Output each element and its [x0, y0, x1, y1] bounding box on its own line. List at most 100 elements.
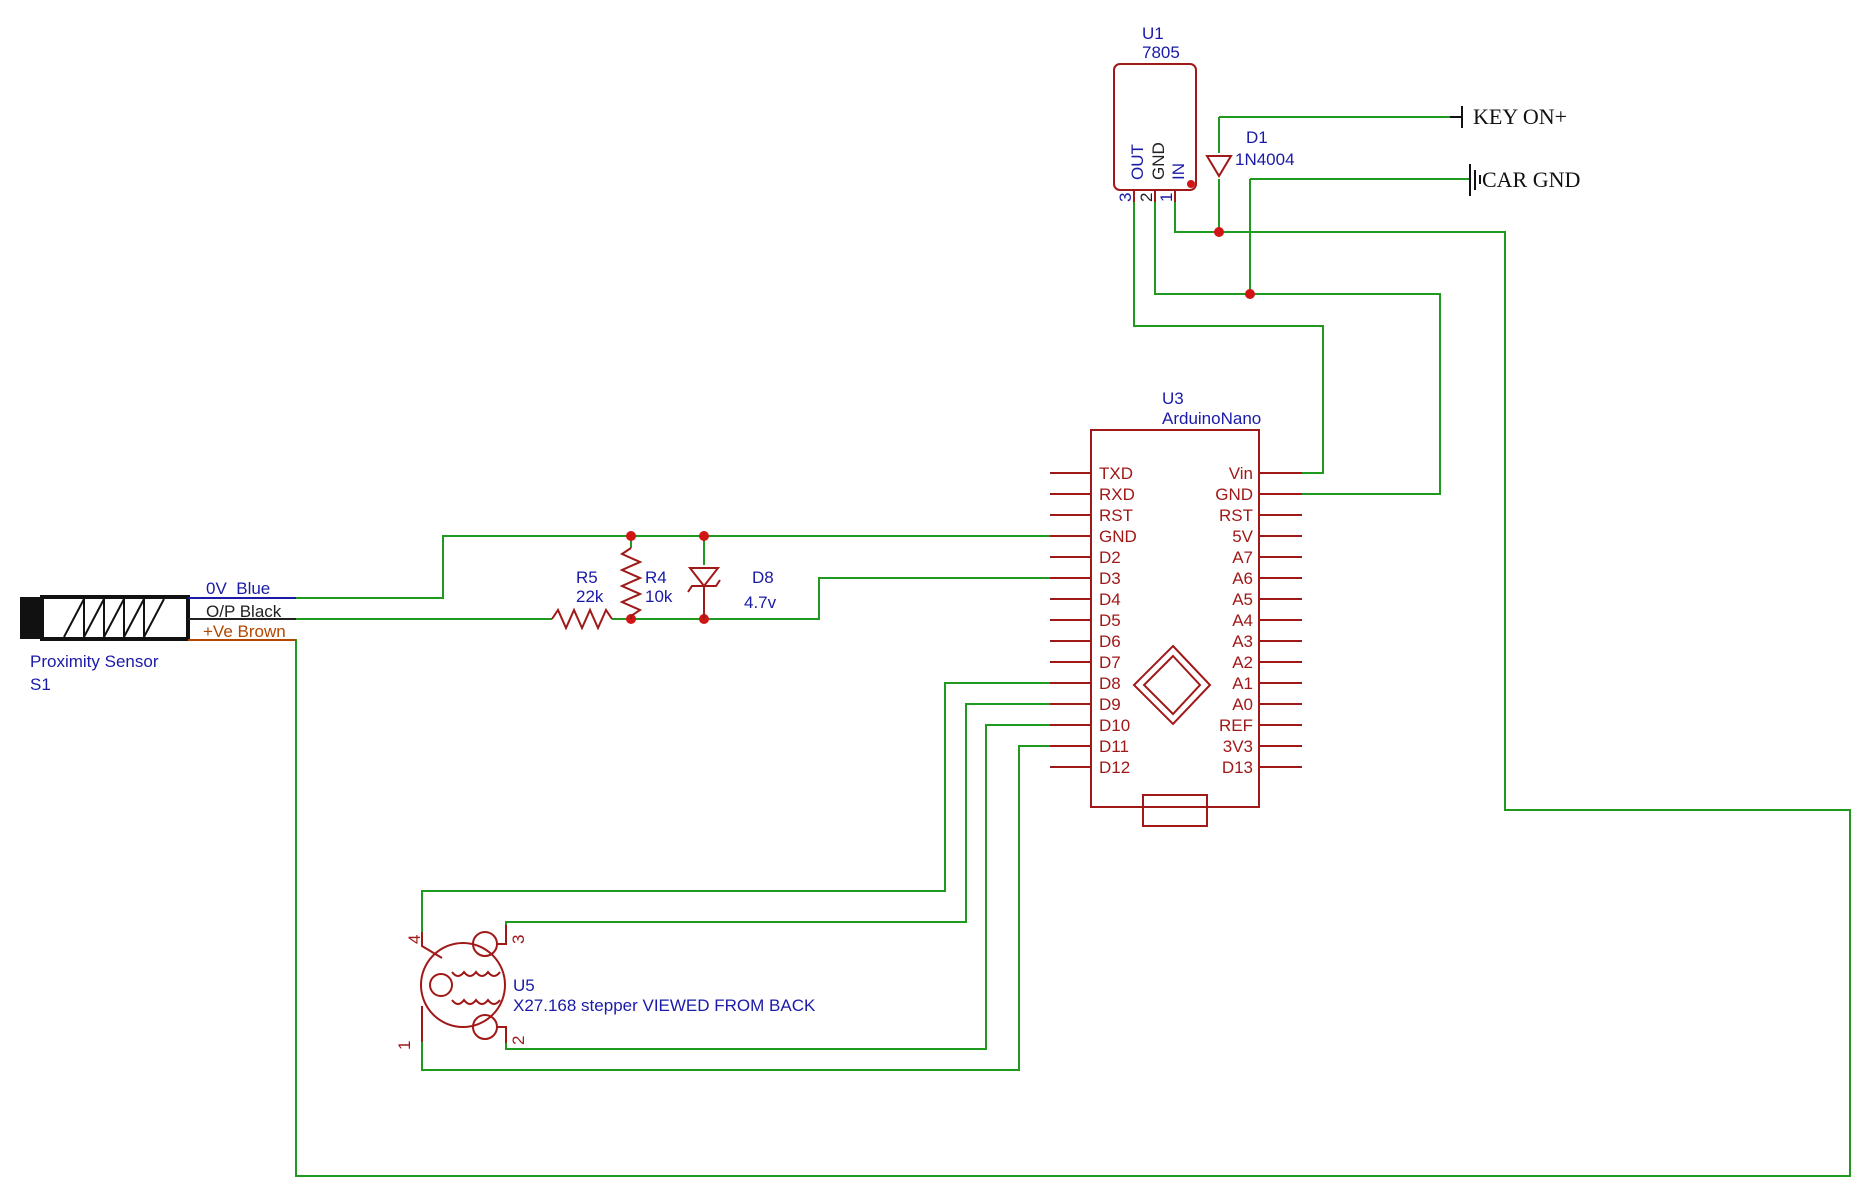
stepper-lead-2: [497, 1026, 507, 1043]
car-gnd-label: CAR GND: [1482, 167, 1580, 192]
arduino-designator: U3: [1162, 389, 1184, 408]
arduino-pin-label-left-d3: D3: [1099, 569, 1121, 588]
arduino-pin-label-left-d7: D7: [1099, 653, 1121, 672]
resistor-r5-value: 22k: [576, 587, 604, 606]
stepper-coil-upper: [451, 970, 501, 977]
stepper-hole-top: [472, 931, 498, 957]
arduino-pin-label-left-gnd: GND: [1099, 527, 1137, 546]
regulator-designator: U1: [1142, 24, 1164, 43]
stepper-lead-4: [421, 932, 443, 959]
junction-dot: [1214, 227, 1224, 237]
regulator-pin1-mark: [1187, 180, 1195, 188]
arduino-pin-label-right-a2: A2: [1232, 653, 1253, 672]
junctions: [626, 227, 1255, 624]
arduino-pin-label-right-a1: A1: [1232, 674, 1253, 693]
arduino-pin-label-right-a4: A4: [1232, 611, 1253, 630]
arduino-body: [1090, 429, 1260, 808]
arduino-pin-label-right-vin: Vin: [1229, 464, 1253, 483]
stepper-pin-2-label: 2: [509, 1036, 528, 1045]
regulator-pin-num-gnd: 2: [1137, 193, 1156, 202]
arduino-pin-label-right-a0: A0: [1232, 695, 1253, 714]
sensor-designator: S1: [30, 675, 51, 694]
resistor-r4: R4 10k: [619, 547, 673, 619]
proximity-sensor: 0V Blue O/P Black +Ve Brown Proximity Se…: [20, 579, 296, 694]
arduino-pin-label-left-d9: D9: [1099, 695, 1121, 714]
resistor-r4-zigzag: [619, 547, 643, 619]
wire-sensor-gnd: [262, 535, 1052, 599]
arduino-pin-label-right-a5: A5: [1232, 590, 1253, 609]
arduino-pin-label-right-gnd: GND: [1215, 485, 1253, 504]
zener-d8: D8 4.7v: [687, 567, 777, 619]
stepper-lead-3: [497, 925, 507, 945]
wire-d10-stepper: [505, 724, 1052, 1050]
stepper-pin-4-label: 4: [405, 935, 424, 944]
sensor-cap: [20, 597, 42, 639]
stepper-hole-bottom: [472, 1014, 498, 1040]
arduino-chip-inner: [1142, 654, 1202, 716]
wire-reg-gnd: [1154, 190, 1441, 495]
zener-d8-designator: D8: [752, 568, 774, 587]
diode-d1-designator: D1: [1246, 128, 1268, 147]
stepper-coil-lower: [451, 998, 501, 1005]
junction-dot: [699, 531, 709, 541]
wire-d11-stepper: [421, 745, 1052, 1071]
arduino-pin-label-left-d6: D6: [1099, 632, 1121, 651]
zener-d8-value: 4.7v: [744, 593, 777, 612]
arduino-pin-label-left-d8: D8: [1099, 674, 1121, 693]
arduino-chip-outer: [1132, 644, 1212, 726]
arduino-pin-label-left-rst: RST: [1099, 506, 1133, 525]
junction-dot: [626, 531, 636, 541]
sensor-wire-ve-label: +Ve Brown: [203, 622, 286, 641]
stepper-pin-3-label: 3: [509, 935, 528, 944]
sensor-coil: [63, 598, 165, 638]
arduino-pin-label-right-3v3: 3V3: [1223, 737, 1253, 756]
zener-d8-triangle: [687, 567, 721, 588]
stepper-pin-1-label: 1: [395, 1041, 414, 1050]
arduino-pin-label-left-d10: D10: [1099, 716, 1130, 735]
regulator-value: 7805: [1142, 43, 1180, 62]
arduino-pin-label-right-5v: 5V: [1232, 527, 1253, 546]
wire-d9-stepper: [505, 703, 1052, 925]
stepper-value: X27.168 stepper VIEWED FROM BACK: [513, 996, 816, 1015]
arduino-pin-label-right-a7: A7: [1232, 548, 1253, 567]
arduino-pin-label-left-d2: D2: [1099, 548, 1121, 567]
arduino-pin-label-left-d5: D5: [1099, 611, 1121, 630]
stepper-designator: U5: [513, 976, 535, 995]
stepper-hole-left: [429, 973, 453, 997]
arduino-pin-label-left-d12: D12: [1099, 758, 1130, 777]
regulator-7805: U1 7805 OUT GND IN 3 2 1: [1113, 24, 1197, 202]
arduino-pin-label-left-txd: TXD: [1099, 464, 1133, 483]
diode-d1: D1 1N4004: [1205, 128, 1295, 178]
key-on-label: KEY ON+: [1473, 104, 1567, 129]
regulator-pin-num-in: 1: [1157, 193, 1176, 202]
diode-d1-value: 1N4004: [1235, 150, 1295, 169]
arduino-value: ArduinoNano: [1162, 409, 1261, 428]
resistor-r5: R5 22k: [551, 568, 613, 631]
sensor-wire-0v-label: 0V Blue: [206, 579, 270, 598]
resistor-r4-designator: R4: [645, 568, 667, 587]
sensor-wire-op-label: O/P Black: [206, 602, 282, 621]
sensor-name: Proximity Sensor: [30, 652, 159, 671]
regulator-pin-in-label: IN: [1169, 163, 1188, 180]
resistor-r4-value: 10k: [645, 587, 673, 606]
regulator-pin-num-out: 3: [1116, 193, 1135, 202]
arduino-pin-label-right-rst: RST: [1219, 506, 1253, 525]
stepper-body: [420, 942, 506, 1028]
junction-dot: [1245, 289, 1255, 299]
wire-reg-out: [1133, 190, 1324, 474]
resistor-r5-designator: R5: [576, 568, 598, 587]
arduino-pin-label-left-d11: D11: [1099, 737, 1129, 756]
arduino-pin-label-right-d13: D13: [1222, 758, 1253, 777]
supply-terminals: KEY ON+ CAR GND: [1450, 104, 1580, 196]
arduino-pin-label-left-d4: D4: [1099, 590, 1121, 609]
wires: [262, 116, 1851, 1177]
arduino-pin-label-right-ref: REF: [1219, 716, 1253, 735]
arduino-pin-label-right-a6: A6: [1232, 569, 1253, 588]
regulator-pin-out-label: OUT: [1128, 144, 1147, 180]
regulator-pin-gnd-label: GND: [1149, 142, 1168, 180]
wire-divider-node: [612, 577, 1052, 620]
resistor-r5-zigzag: [551, 607, 613, 631]
